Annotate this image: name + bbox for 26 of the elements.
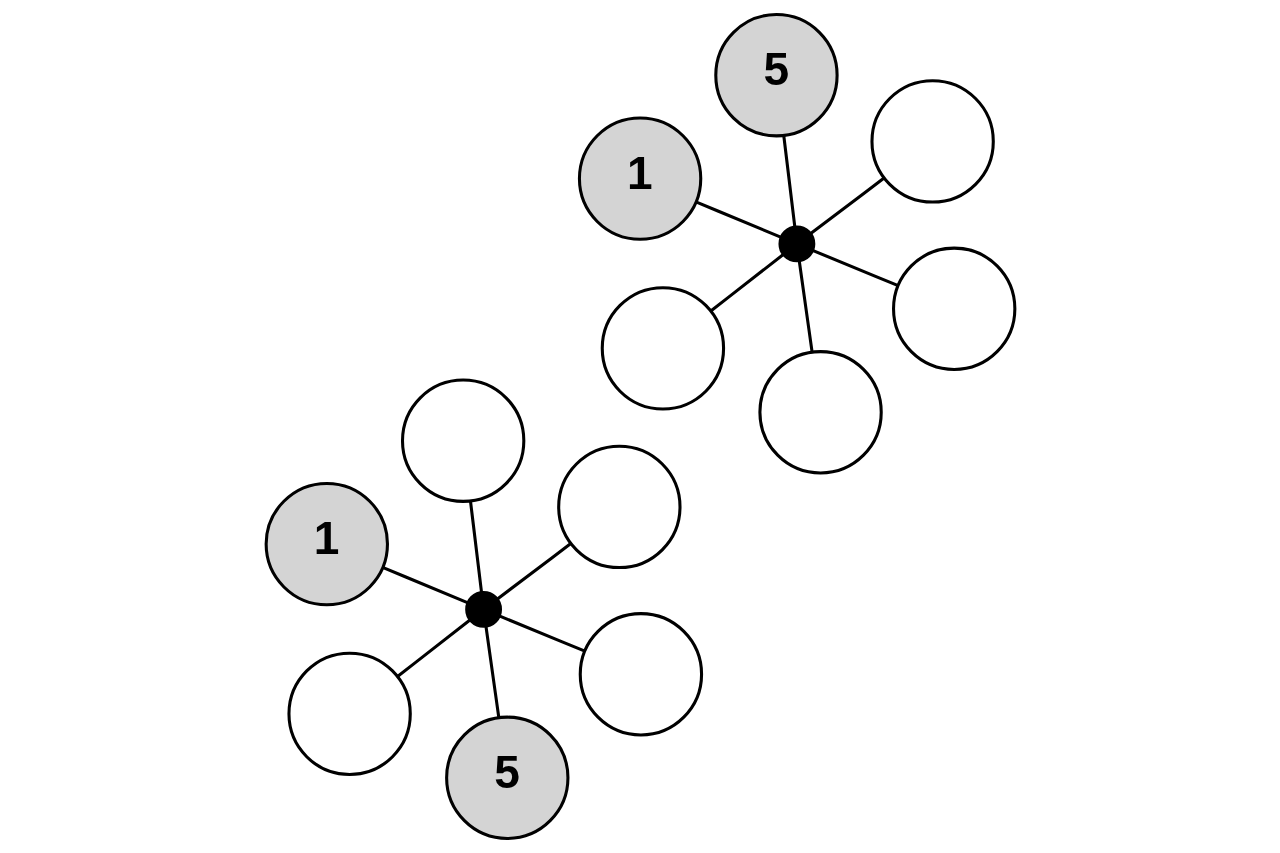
- connector: [709, 253, 784, 312]
- connector: [483, 625, 500, 718]
- node-circle: [757, 350, 883, 475]
- node-circle: [400, 378, 525, 503]
- node-circle: 1: [264, 481, 389, 607]
- connector: [809, 177, 885, 235]
- connector: [695, 200, 782, 239]
- node-circle: [556, 444, 682, 570]
- node-circle: [578, 612, 703, 737]
- connector: [468, 500, 483, 593]
- connector: [382, 566, 469, 605]
- node-circle: [869, 79, 995, 204]
- connector: [396, 618, 471, 678]
- connector: [797, 260, 814, 352]
- node-circle: [600, 286, 725, 411]
- node-circle: [777, 225, 815, 263]
- node-circle: 5: [713, 13, 839, 138]
- connector: [781, 135, 796, 228]
- node-circle: [891, 246, 1016, 371]
- connector: [495, 542, 571, 601]
- connector: [811, 248, 898, 287]
- node-circle: [464, 590, 502, 628]
- node-circle: 1: [577, 116, 702, 241]
- node-circle: 5: [444, 715, 569, 840]
- node-circle: [286, 651, 412, 777]
- connector: [498, 614, 585, 653]
